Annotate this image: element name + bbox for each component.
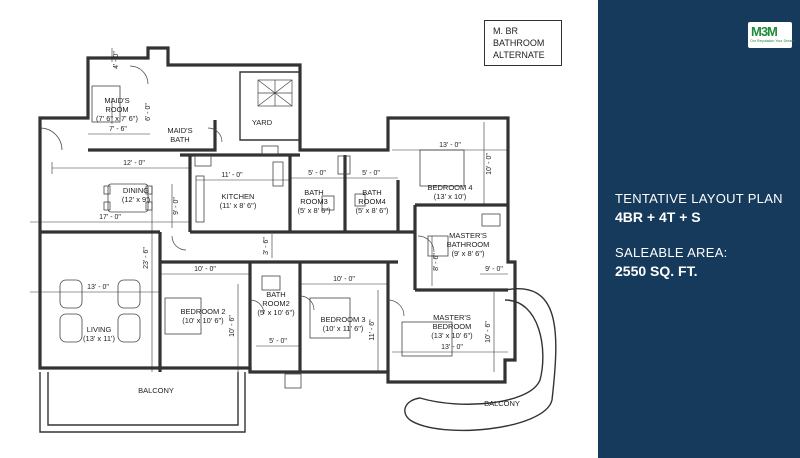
alternate-bathroom-note: M. BR BATHROOM ALTERNATE	[484, 20, 562, 66]
logo-text: M3M	[751, 24, 778, 39]
layout-title: TENTATIVE LAYOUT PLAN	[615, 191, 783, 206]
dim-label-13-0-mbr: 13' - 0"	[441, 344, 463, 351]
floor-plan-drawing: MAID'S ROOM (7' 6" x 7' 6") MAID'S BATH …	[30, 46, 557, 433]
room-label-balcony-right: BALCONY	[484, 399, 520, 408]
yard-wall	[239, 71, 301, 141]
maids-room-line2: ROOM	[105, 105, 128, 114]
m3m-logo: M3M Our Reputation Your Dream	[748, 22, 795, 48]
masters-bathroom-line1: MASTER'S	[449, 231, 487, 240]
bedroom2-line1: BEDROOM 2	[180, 307, 225, 316]
room-label-bedroom4: BEDROOM 4 (13' x 10')	[427, 183, 472, 201]
living-line2: (13' x 11')	[83, 334, 115, 343]
bath-room3-line3: (5' x 8' 6")	[297, 206, 331, 215]
dim-label-3-6: 3' - 6"	[263, 237, 270, 255]
bath-room2-line2: ROOM2	[262, 299, 290, 308]
room-label-dining: DINING (12' x 9')	[122, 186, 151, 204]
furniture	[59, 85, 501, 389]
info-panel: M3M Our Reputation Your Dream TENTATIVE …	[598, 0, 800, 458]
maids-room-line1: MAID'S	[104, 96, 129, 105]
bath-room3-line2: ROOM3	[300, 197, 328, 206]
dim-label-4-0: 4' - 0"	[113, 51, 120, 69]
masters-bedroom-line3: (13' x 10' 6")	[431, 331, 473, 340]
dim-label-7-6: 7' - 6"	[109, 126, 127, 133]
room-label-yard: YARD	[252, 118, 273, 127]
masters-bathroom-line2: BATHROOM	[447, 240, 490, 249]
room-label-bath-room4: BATH ROOM4 (5' x 8' 6")	[355, 188, 389, 215]
dim-label-10-0-v: 10' - 0"	[486, 153, 493, 175]
area-label: SALEABLE AREA:	[615, 245, 728, 260]
bath-room2-line3: (5' x 10' 6")	[257, 308, 295, 317]
yard-vent-hatch	[257, 79, 293, 107]
room-label-balcony-left: BALCONY	[138, 386, 174, 395]
alternate-note-line1: M. BR	[493, 26, 519, 36]
room-label-masters-bedroom: MASTER'S BEDROOM (13' x 10' 6")	[431, 313, 473, 340]
dim-label-9-0: 9' - 0"	[173, 197, 180, 215]
room-label-living: LIVING (13' x 11')	[83, 325, 115, 343]
masters-bedroom-line2: BEDROOM	[433, 322, 472, 331]
room-label-bath-room2: BATH ROOM2 (5' x 10' 6")	[257, 290, 295, 317]
bedroom4-line2: (13' x 10')	[434, 192, 467, 201]
living-line1: LIVING	[87, 325, 112, 334]
dim-label-5-0-a: 5' - 0"	[308, 170, 326, 177]
bath-partitions	[160, 155, 508, 292]
floor-plan: MAID'S ROOM (7' 6" x 7' 6") MAID'S BATH …	[30, 20, 562, 433]
dim-label-5-0-bath2: 5' - 0"	[269, 338, 287, 345]
room-label-bedroom3: BEDROOM 3 (10' x 11' 6")	[320, 315, 365, 333]
room-label-maids-bath: MAID'S BATH	[167, 126, 192, 144]
bedroom3-line1: BEDROOM 3	[320, 315, 365, 324]
dim-label-5-0-b: 5' - 0"	[362, 170, 380, 177]
kitchen-line2: (11' x 8' 6")	[220, 201, 257, 210]
dim-label-10-6-mbr: 10' - 6"	[485, 321, 492, 343]
room-label-kitchen: KITCHEN (11' x 8' 6")	[220, 192, 257, 210]
alternate-note-line2: BATHROOM	[493, 38, 545, 48]
dimension-lines	[30, 48, 508, 372]
dim-label-10-0-br2: 10' - 0"	[194, 266, 216, 273]
dim-label-11-0: 11' - 0"	[221, 172, 243, 179]
bath-room2-line1: BATH	[266, 290, 285, 299]
dim-label-13-0-living: 13' - 0"	[87, 284, 109, 291]
room-label-masters-bathroom: MASTER'S BATHROOM (9' x 8' 6")	[447, 231, 490, 258]
dim-label-9-0-mb: 9' - 0"	[485, 266, 503, 273]
kitchen-line1: KITCHEN	[222, 192, 255, 201]
area-value: 2550 SQ. FT.	[615, 263, 698, 279]
bath-room4-line3: (5' x 8' 6")	[355, 206, 389, 215]
balcony-right-outline	[404, 288, 557, 432]
masters-bathroom-line3: (9' x 8' 6")	[451, 249, 485, 258]
alternate-note-line3: ALTERNATE	[493, 50, 545, 60]
outer-wall	[38, 46, 517, 384]
masters-bedroom-line1: MASTER'S	[433, 313, 471, 322]
maids-bath-line1: MAID'S	[167, 126, 192, 135]
dim-label-23-6: 23' - 6"	[143, 247, 150, 269]
balcony-left-outline	[39, 372, 246, 433]
mid-partition	[40, 230, 390, 372]
dim-label-12-0: 12' - 0"	[123, 160, 145, 167]
dim-label-10-0-br3: 10' - 0"	[333, 276, 355, 283]
bath-room4-line1: BATH	[362, 188, 381, 197]
dim-label-6-0: 6' - 0"	[145, 103, 152, 121]
dim-label-11-6: 11' - 6"	[369, 319, 376, 341]
dim-label-10-6-br2: 10' - 6"	[229, 315, 236, 337]
dim-label-8-6-v: 8' - 6"	[433, 253, 440, 271]
maids-wall	[88, 120, 217, 152]
bedroom4-line1: BEDROOM 4	[427, 183, 472, 192]
dining-line1: DINING	[123, 186, 149, 195]
room-label-bedroom2: BEDROOM 2 (10' x 10' 6")	[180, 307, 225, 325]
maids-room-line3: (7' 6" x 7' 6")	[96, 114, 138, 123]
room-label-bath-room3: BATH ROOM3 (5' x 8' 6")	[297, 188, 331, 215]
bedroom2-line2: (10' x 10' 6")	[182, 316, 224, 325]
dim-label-13-0-top: 13' - 0"	[439, 142, 461, 149]
configuration: 4BR + 4T + S	[615, 209, 701, 225]
dim-label-17-0: 17' - 0"	[99, 214, 121, 221]
bedroom3-line2: (10' x 11' 6")	[323, 324, 364, 333]
room-label-maids-room: MAID'S ROOM (7' 6" x 7' 6")	[96, 96, 138, 123]
bath-room3-line1: BATH	[304, 188, 323, 197]
logo-tagline: Our Reputation Your Dream	[750, 39, 795, 43]
maids-bath-line2: BATH	[170, 135, 189, 144]
bath-room4-line2: ROOM4	[358, 197, 386, 206]
dining-line2: (12' x 9')	[122, 195, 151, 204]
